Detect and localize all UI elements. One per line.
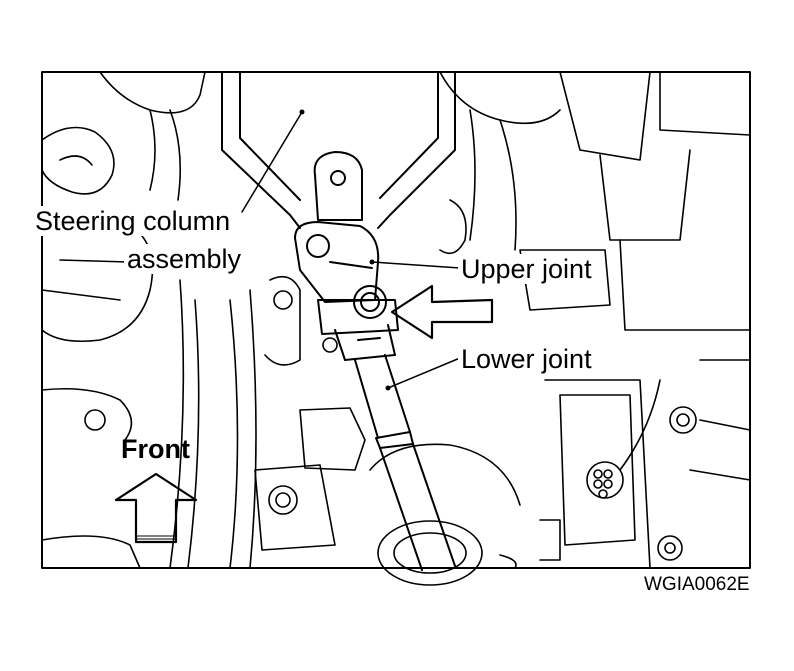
figure-code: WGIA0062E: [644, 574, 750, 595]
front-arrow-icon: [114, 472, 198, 544]
front-arrow-hatching: [136, 535, 177, 540]
background-structure: [41, 71, 751, 586]
upper-joint: [294, 221, 399, 335]
intermediate-shaft: [354, 354, 456, 571]
leader-lines: [241, 111, 461, 389]
lower-joint-label: Lower joint: [458, 344, 595, 374]
upper-joint-label: Upper joint: [458, 254, 595, 284]
front-label: Front: [121, 434, 190, 464]
picture-frame: [41, 71, 751, 569]
steering-column-label-line2: assembly: [124, 244, 245, 274]
steering-column-label-line1: Steering column: [32, 206, 234, 236]
joint-pointer-arrow: [390, 284, 494, 340]
steering-column-assembly: [221, 71, 456, 229]
lower-joint: [334, 324, 396, 361]
